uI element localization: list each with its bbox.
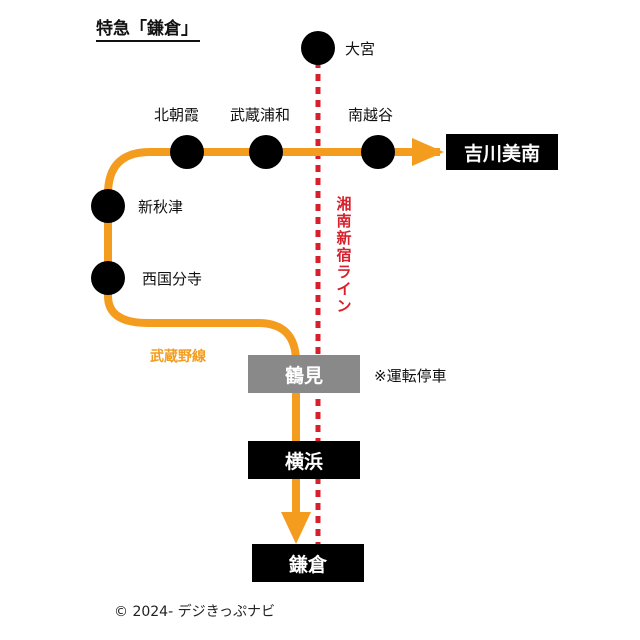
station-dot-omiya (301, 31, 335, 65)
diagram-title: 特急「鎌倉」 (96, 18, 200, 42)
terminal-yoshikawaminami: 吉川美南 (446, 134, 558, 170)
station-label-shinakitsu: 新秋津 (138, 198, 184, 216)
line-label-shonan-shinjuku: 湘南新宿ライン (336, 195, 352, 315)
arrow-to-yoshikawaminami (412, 138, 444, 166)
terminal-tsurumi: 鶴見 (248, 355, 360, 393)
station-dot-shinakitsu (91, 189, 125, 223)
station-label-musashiurawa: 武蔵浦和 (230, 106, 291, 124)
musashino-line-route (104, 148, 440, 516)
terminal-yokohama: 横浜 (248, 441, 360, 479)
station-label-nishikokubunji: 西国分寺 (142, 270, 203, 288)
station-dot-kitaasaka (170, 135, 204, 169)
technical-stop-note: ※運転停車 (374, 367, 447, 385)
line-label-musashino: 武蔵野線 (150, 349, 206, 365)
station-label-kitaasaka: 北朝霞 (154, 106, 200, 124)
copyright-text: © 2024- デジきっぷナビ (114, 604, 276, 620)
arrow-to-kamakura (281, 512, 311, 544)
station-dot-minamikoshigaya (361, 135, 395, 169)
station-dot-musashiurawa (249, 135, 283, 169)
station-dot-nishikokubunji (91, 261, 125, 295)
station-label-minamikoshigaya: 南越谷 (348, 106, 394, 124)
terminal-kamakura: 鎌倉 (252, 544, 364, 582)
station-label-omiya: 大宮 (345, 40, 376, 58)
